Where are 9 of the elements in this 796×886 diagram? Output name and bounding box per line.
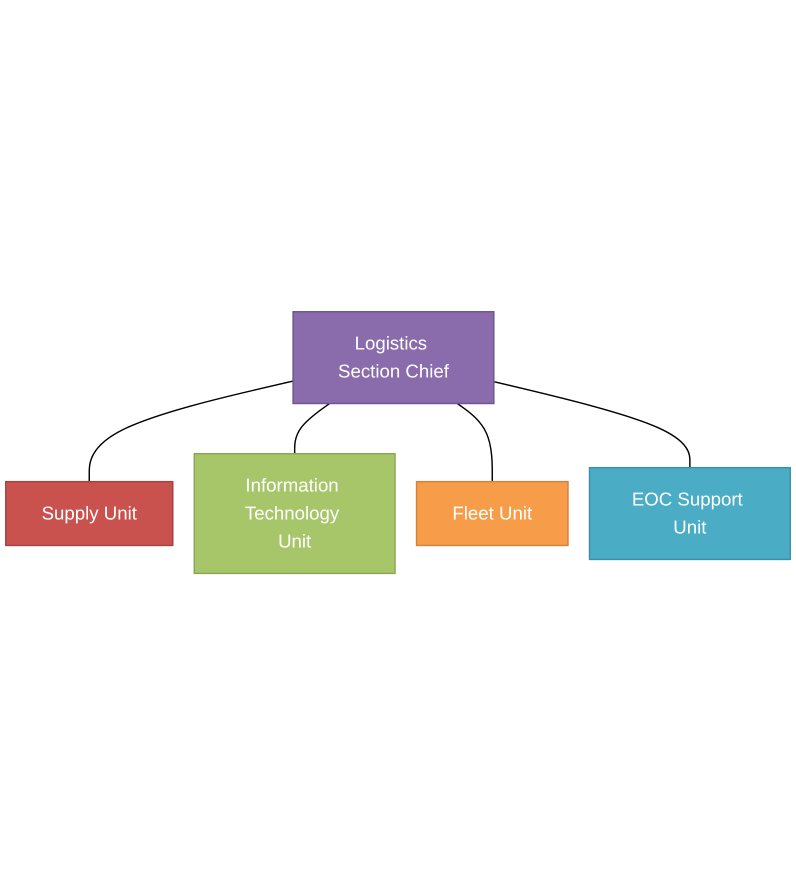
node-box: Supply Unit: [5, 481, 174, 547]
connector: [456, 403, 493, 482]
node-box: Fleet Unit: [416, 481, 569, 547]
node-box: EOC Support Unit: [588, 467, 791, 561]
node-box: Logistics Section Chief: [292, 311, 495, 405]
connector: [294, 403, 330, 454]
connector: [494, 381, 691, 468]
node-box: Information Technology Unit: [194, 453, 396, 575]
connector: [88, 380, 294, 482]
